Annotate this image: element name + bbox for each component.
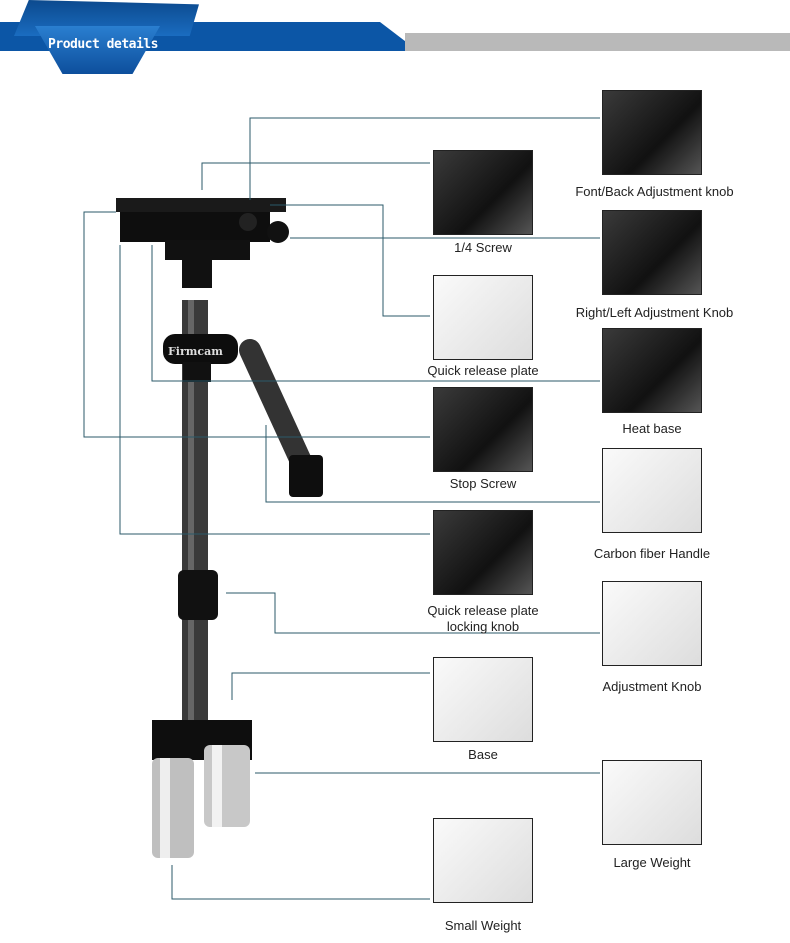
brand-logo: Firmcam [168, 345, 223, 358]
part-label: Quick release plate [427, 363, 539, 378]
leader-lines [83, 117, 600, 900]
header-gray-band [405, 33, 790, 51]
thumb-base [433, 657, 533, 742]
part-label: Heat base [622, 421, 682, 436]
part-label: Quick release plate locking knob [427, 603, 539, 634]
thumb-carbon-handle [602, 448, 702, 533]
thumb-large-weight [602, 760, 702, 845]
thumb-heat-base [602, 328, 702, 413]
thumb-quick-release-plate [433, 275, 533, 360]
thumb-plate-locking-knob [433, 510, 533, 595]
stabilizer-product-image: Firmcam [116, 198, 323, 858]
thumb-quarter-screw [433, 150, 533, 235]
part-label: Font/Back Adjustment knob [575, 184, 734, 199]
thumb-small-weight [433, 818, 533, 903]
part-label: Large Weight [613, 855, 691, 870]
thumb-right-left-knob [602, 210, 702, 295]
thumb-front-back-knob [602, 90, 702, 175]
part-label: 1/4 Screw [454, 240, 512, 255]
part-label: Carbon fiber Handle [593, 546, 711, 561]
part-label: Base [468, 747, 498, 762]
part-label: Stop Screw [449, 476, 517, 491]
thumb-adjustment-knob [602, 581, 702, 666]
part-label: Right/Left Adjustment Knob [575, 305, 734, 320]
part-label: Small Weight [444, 918, 522, 933]
thumb-stop-screw [433, 387, 533, 472]
page-title: Product details [48, 37, 158, 52]
part-label: Adjustment Knob [602, 679, 702, 694]
